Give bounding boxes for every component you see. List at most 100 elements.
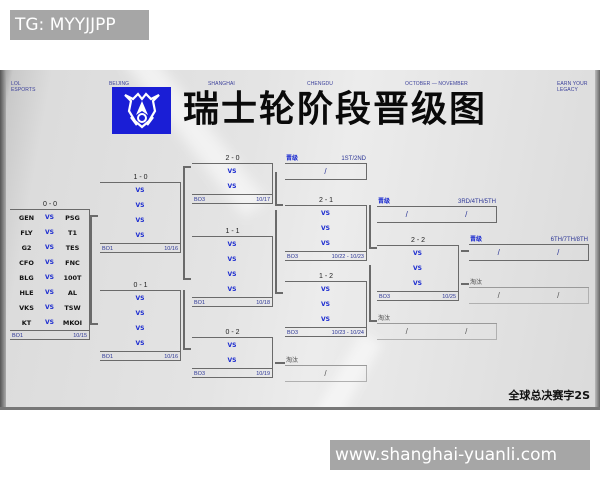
advance-label: 晋级 <box>286 156 299 162</box>
match-list: VS VS VS VS <box>100 291 181 351</box>
team-slot: / <box>557 291 560 300</box>
vs-label: VS <box>413 265 422 272</box>
connector-line <box>185 278 191 280</box>
worlds-trophy-icon <box>112 87 171 134</box>
connector-line <box>185 166 191 168</box>
team-slot: / <box>497 291 500 300</box>
round-record: 0 - 1 <box>100 281 181 291</box>
match-row: VS <box>100 213 180 228</box>
vs-label: VS <box>227 241 237 248</box>
team-b: PSG <box>65 213 80 222</box>
advance-label: 晋级 <box>470 237 483 243</box>
match-row: VS <box>377 261 458 276</box>
connector-line <box>185 348 191 350</box>
match-date: 10/22 - 10/23 <box>331 254 364 260</box>
vs-label: VS <box>135 295 145 302</box>
team-slot: / <box>405 327 408 336</box>
eliminated-label: 淘汰 <box>470 280 483 286</box>
match-date: 10/15 <box>73 333 87 339</box>
team-a: GEN <box>18 213 35 222</box>
match-date: 10/18 <box>256 300 270 306</box>
round-record: 2 - 2 <box>377 236 459 246</box>
connector-line <box>277 292 283 294</box>
header-slogan: EARN YOUR LEGACY <box>557 81 588 93</box>
vs-label: VS <box>45 304 54 311</box>
connector-line <box>461 250 469 252</box>
header-slogan-line2: LEGACY <box>557 87 578 93</box>
match-row: VS <box>285 221 366 236</box>
connector-line <box>371 247 377 249</box>
connector-line <box>277 204 283 206</box>
match-row: VS <box>100 183 180 198</box>
connector-line <box>369 205 371 249</box>
vs-label: VS <box>227 168 237 175</box>
match-date: 10/16 <box>164 354 178 360</box>
match-row: VS <box>100 198 180 213</box>
result-slots: // <box>377 324 497 340</box>
match-row: VS <box>285 206 366 221</box>
match-row: VS <box>192 179 272 194</box>
vs-label: VS <box>321 210 330 217</box>
advance-rank: 3RD/4TH/5TH <box>457 199 496 205</box>
team-slot: / <box>405 210 408 219</box>
match-format: BO1 <box>194 300 206 306</box>
watermark-top: TG: MYYJJPP <box>10 10 149 40</box>
connector-line <box>183 290 185 350</box>
team-b: TSW <box>64 303 81 312</box>
eliminated-1-3: 淘汰 // <box>377 315 497 340</box>
advance-rank: 6TH/7TH/8TH <box>550 237 588 243</box>
vs-label: VS <box>45 244 54 251</box>
round-footer: BO1 10/16 <box>100 351 181 361</box>
result-slots: // <box>469 288 589 304</box>
team-slot: / <box>557 248 560 257</box>
match-date: 10/23 - 10/24 <box>331 330 364 336</box>
vs-label: VS <box>135 310 145 317</box>
match-list: VS VS VS <box>285 206 367 251</box>
team-b: FNC <box>65 258 80 267</box>
page-title: 瑞士轮阶段晋级图 <box>183 89 488 130</box>
team-b: T1 <box>68 228 77 237</box>
eliminated-2-3: 淘汰 // <box>469 279 589 304</box>
result-slots: // <box>469 245 589 261</box>
bracket-board: LOL ESPORTS BEIJING SHANGHAI CHENGDU OCT… <box>0 70 600 410</box>
match-row: VS <box>192 282 272 297</box>
match-row: VS <box>285 297 366 312</box>
match-format: BO3 <box>194 371 206 377</box>
team-b: 100T <box>63 273 82 282</box>
connector-line <box>275 172 277 206</box>
match-row: VS <box>100 321 180 336</box>
header-brand-line1: LOL <box>11 81 21 87</box>
round-record: 0 - 2 <box>192 328 273 338</box>
vs-label: VS <box>321 240 330 247</box>
connector-line <box>275 362 285 364</box>
header-brand: LOL ESPORTS <box>11 81 36 93</box>
vs-label: VS <box>45 319 54 326</box>
team-b: TES <box>65 243 80 252</box>
vs-label: VS <box>135 340 145 347</box>
round-record: 2 - 0 <box>192 154 273 164</box>
connector-line <box>92 323 98 325</box>
match-format: BO1 <box>102 354 114 360</box>
team-b: MKOI <box>62 318 83 327</box>
vs-label: VS <box>321 286 330 293</box>
match-format: BO3 <box>379 294 391 300</box>
vs-label: VS <box>413 280 422 287</box>
vs-label: VS <box>135 325 145 332</box>
header-city-shanghai: SHANGHAI <box>208 81 235 87</box>
match-format: BO3 <box>194 197 206 203</box>
header-slogan-line1: EARN YOUR <box>557 81 588 87</box>
result-header: 淘汰 <box>377 315 497 324</box>
vs-label: VS <box>135 217 145 224</box>
